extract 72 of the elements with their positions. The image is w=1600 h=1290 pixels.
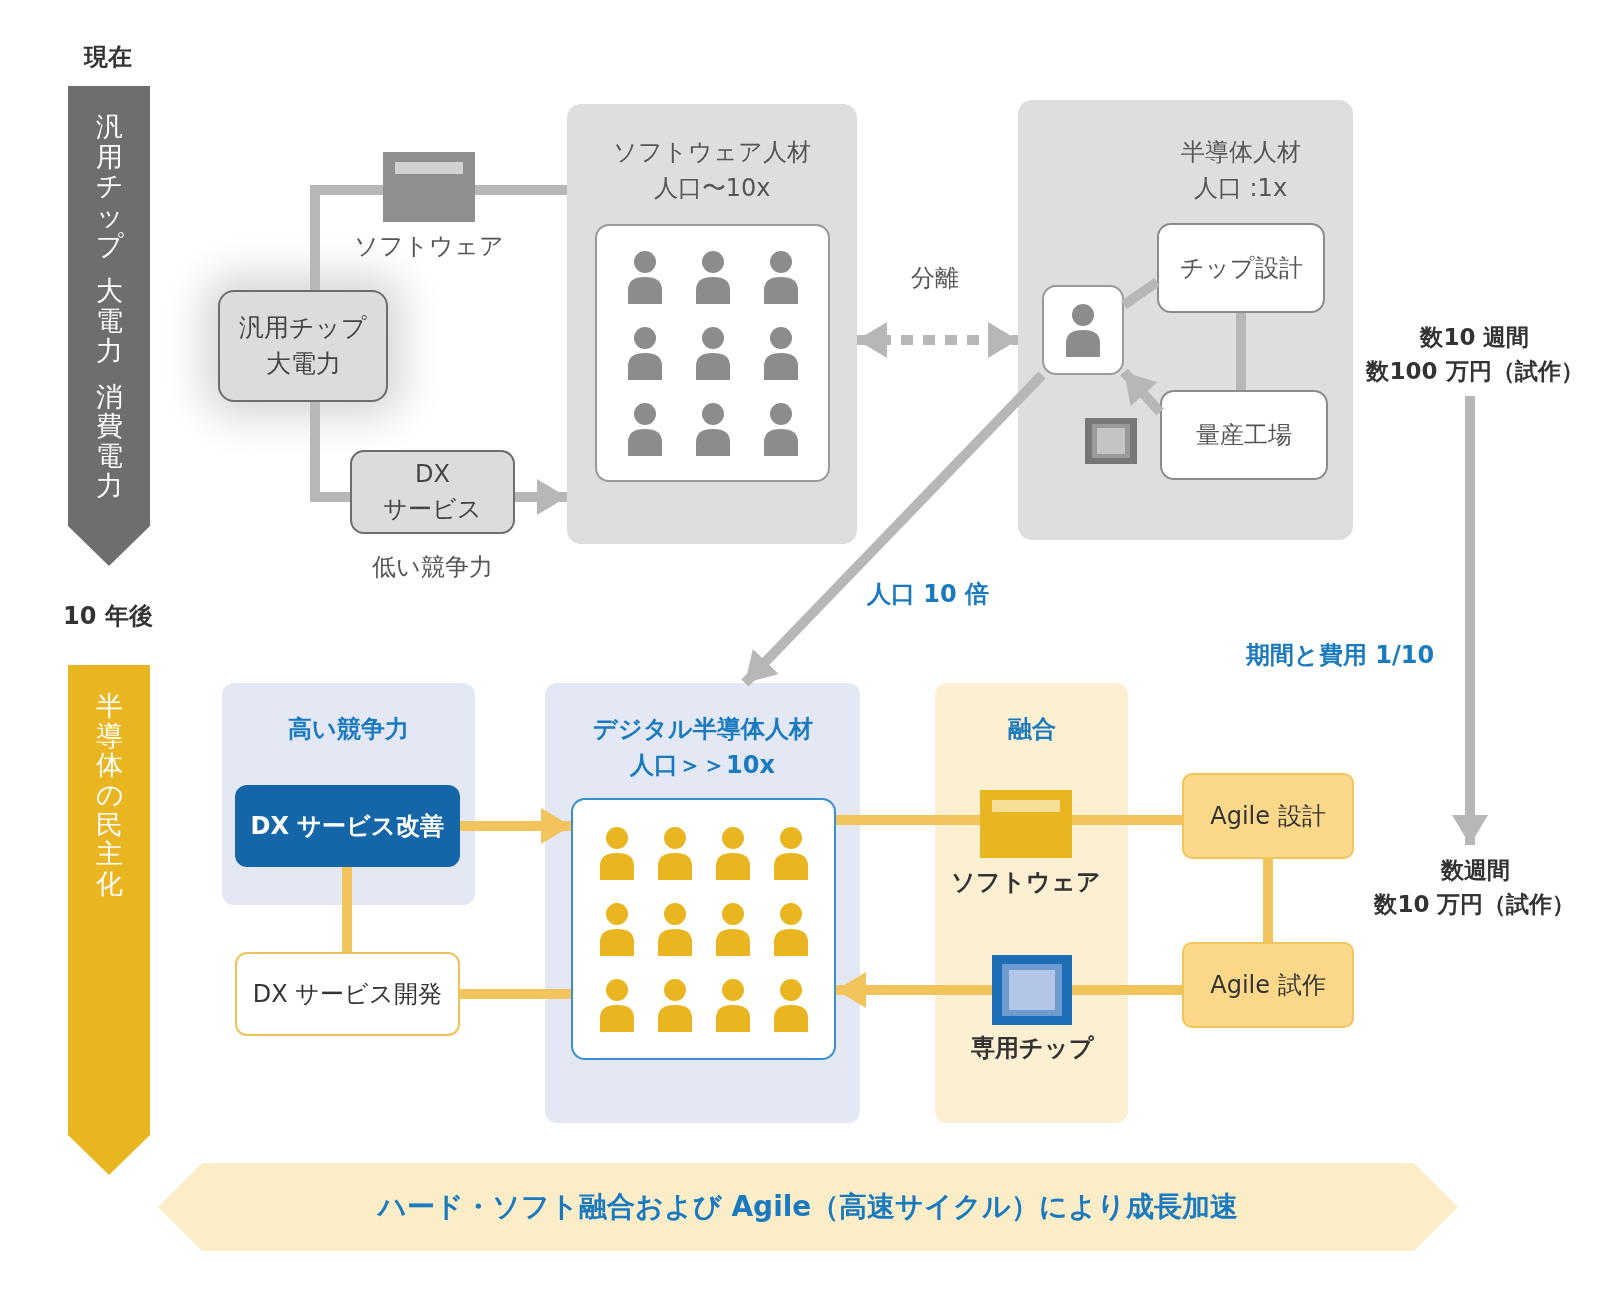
node-label: 数10 万円（試作） (1374, 890, 1576, 919)
node-label: 人口〜10x (653, 173, 771, 204)
node-label: 融合 (1007, 714, 1056, 745)
node-label: 量産工場 (1196, 420, 1292, 451)
node-label: 汎用チップ (238, 311, 368, 344)
node-label: 大電力 (264, 348, 342, 380)
node-label: 人口 :1x (1193, 173, 1288, 204)
node-label: チップ設計 (1179, 253, 1303, 284)
group-panel (567, 104, 857, 544)
connector-line (1072, 815, 1182, 825)
connector-line (836, 815, 980, 825)
process-box (1182, 942, 1354, 1028)
double-arrow-banner (158, 1163, 1458, 1251)
connector-line (460, 989, 571, 999)
process-box (350, 450, 515, 534)
window-icon (980, 790, 1072, 858)
arrow-band (68, 86, 150, 566)
node-label: Agile 試作 (1210, 970, 1326, 1001)
arrow (515, 479, 567, 515)
node-label: 半導体人材 (1180, 137, 1301, 168)
person-box (1042, 285, 1124, 375)
process-box (1182, 773, 1354, 859)
group-panel (545, 683, 860, 1123)
group-panel (222, 683, 475, 905)
connector-line (310, 185, 383, 290)
time-label: 10 年後 (63, 601, 153, 632)
connector-line (342, 867, 352, 952)
arrow (460, 808, 571, 844)
connector-line (1121, 277, 1160, 310)
connector-line (1072, 985, 1182, 995)
arrow (1120, 368, 1164, 416)
window-icon (383, 152, 475, 222)
people-box (571, 798, 836, 1060)
node-label: ハード・ソフト融合および Agile（高速サイクル）により成長加速 (377, 1189, 1239, 1225)
node-label: 高い競争力 (288, 714, 409, 745)
connector-line (475, 185, 567, 195)
node-label: ソフトウェア人材 (613, 137, 811, 168)
people-box (595, 224, 830, 482)
connector-line (310, 402, 350, 502)
icon-caption: 低い競争力 (371, 552, 493, 583)
group-panel (935, 683, 1128, 1123)
node-label: DX サービス (382, 459, 483, 525)
arrow-band (68, 665, 150, 1175)
process-box (1160, 390, 1328, 480)
time-label: 現在 (84, 42, 132, 73)
node-label: DX サービス改善 (250, 811, 445, 842)
arrow (857, 322, 1018, 358)
process-box (1157, 223, 1325, 313)
icon-caption: ソフトウェア (951, 867, 1101, 898)
connector-line (1236, 313, 1246, 390)
node-label: Agile 設計 (1210, 801, 1326, 832)
vertical-label: 消費電力 (95, 381, 123, 501)
group-panel (1018, 100, 1353, 540)
connector-line (1263, 859, 1273, 942)
chip-icon (992, 955, 1072, 1025)
process-box (235, 952, 460, 1036)
node-label: DX サービス開発 (252, 979, 443, 1010)
node-label: 数100 万円（試作） (1366, 357, 1584, 386)
node-label: 人口＞＞10x (630, 750, 775, 781)
node-label: 数10 週間 (1420, 322, 1530, 352)
arrow (741, 371, 1046, 687)
vertical-label: 半導体の民主化 (95, 691, 123, 899)
icon-caption: ソフトウェア (354, 231, 504, 262)
icon-caption: 専用チップ (970, 1033, 1094, 1064)
arrow (1452, 396, 1488, 845)
node-label: 数週間 (1440, 855, 1510, 885)
vertical-label: 大電力 (95, 276, 123, 366)
process-box (218, 290, 388, 402)
process-box (235, 785, 460, 867)
node-label: デジタル半導体人材 (592, 714, 813, 745)
arrow (836, 972, 992, 1008)
vertical-label: 汎用チップ (95, 112, 123, 261)
